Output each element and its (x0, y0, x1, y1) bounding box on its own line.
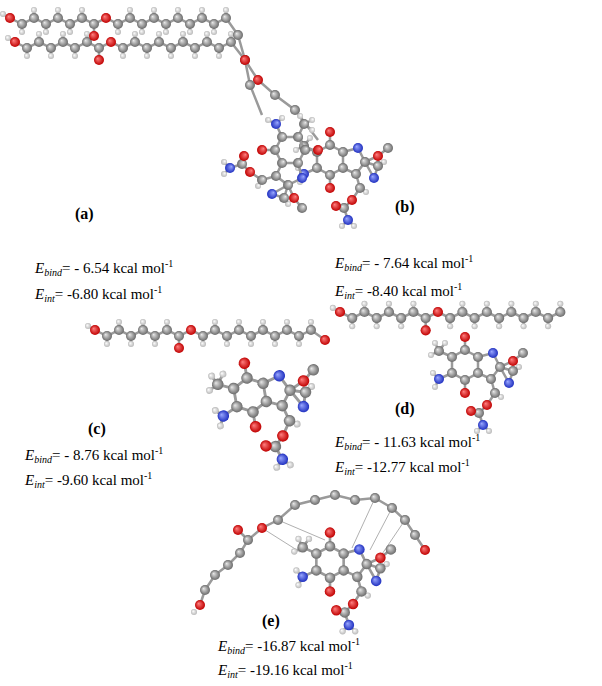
molecule-b (0, 7, 323, 213)
energy-line: Ebind= - 11.63 kcal mol-1 (335, 432, 480, 452)
panel-label: (e) (262, 612, 280, 629)
energy-line: Ebind= - 6.54 kcal mol-1 (35, 258, 173, 278)
energy-symbol: E (335, 459, 344, 475)
unit-exponent: -1 (352, 636, 360, 647)
energy-value: = -19.16 kcal mol (238, 662, 345, 678)
unit-exponent: -1 (154, 284, 162, 295)
energy-subscript: bind (34, 454, 52, 465)
energy-value: = -12.77 kcal mol (355, 459, 462, 475)
energy-symbol: E (35, 286, 44, 302)
energy-subscript: int (44, 293, 55, 304)
unit-exponent: -1 (472, 432, 480, 443)
molecule-e (191, 490, 430, 634)
energy-line: Eint= -6.80 kcal mol-1 (35, 284, 162, 304)
unit-exponent: -1 (165, 258, 173, 269)
unit-exponent: -1 (155, 445, 163, 456)
energy-symbol: E (335, 434, 344, 450)
energy-symbol: E (25, 472, 34, 488)
unit-exponent: -1 (144, 470, 152, 481)
energy-subscript: bind (344, 262, 362, 273)
panel-label-line: (e) (262, 612, 280, 630)
energy-subscript: int (34, 479, 45, 490)
unit-exponent: -1 (454, 281, 462, 292)
panel-label-line: (c) (88, 420, 106, 438)
energy-value: = - 8.76 kcal mol (52, 447, 155, 463)
unit-exponent: -1 (345, 660, 353, 671)
energy-value: = -16.87 kcal mol (245, 638, 352, 654)
energy-value: = - 7.64 kcal mol (362, 255, 465, 271)
energy-subscript: bind (344, 441, 362, 452)
panel-label-line: (a) (75, 205, 94, 223)
energy-line: Ebind= -16.87 kcal mol-1 (218, 636, 360, 656)
energy-value: = - 6.54 kcal mol (62, 260, 165, 276)
panel-label-line: (d) (395, 400, 415, 418)
energy-value: = -8.40 kcal mol (355, 283, 454, 299)
energy-value: = -6.80 kcal mol (55, 286, 154, 302)
energy-value: = -9.60 kcal mol (45, 472, 144, 488)
panel-label: (d) (395, 400, 415, 417)
molecule-d (330, 301, 566, 434)
energy-subscript: bind (44, 267, 62, 278)
panel-label: (b) (395, 198, 415, 215)
energy-symbol: E (335, 255, 344, 271)
energy-subscript: int (227, 669, 238, 680)
energy-symbol: E (25, 447, 34, 463)
panel-label: (a) (75, 205, 94, 222)
energy-line: Eint= -9.60 kcal mol-1 (25, 470, 152, 490)
unit-exponent: -1 (465, 253, 473, 264)
molecule-a (5, 31, 393, 229)
energy-subscript: int (344, 466, 355, 477)
energy-line: Eint= -19.16 kcal mol-1 (218, 660, 353, 680)
energy-line: Eint= -12.77 kcal mol-1 (335, 457, 470, 477)
panel-label-line: (b) (395, 198, 415, 216)
energy-symbol: E (218, 662, 227, 678)
energy-line: Eint= -8.40 kcal mol-1 (335, 281, 462, 301)
energy-line: Ebind= - 7.64 kcal mol-1 (335, 253, 473, 273)
energy-symbol: E (35, 260, 44, 276)
energy-subscript: bind (227, 645, 245, 656)
energy-value: = - 11.63 kcal mol (362, 434, 472, 450)
panel-label: (c) (88, 420, 106, 437)
energy-symbol: E (335, 283, 344, 299)
energy-subscript: int (344, 290, 355, 301)
unit-exponent: -1 (462, 457, 470, 468)
energy-line: Ebind= - 8.76 kcal mol-1 (25, 445, 163, 465)
energy-symbol: E (218, 638, 227, 654)
